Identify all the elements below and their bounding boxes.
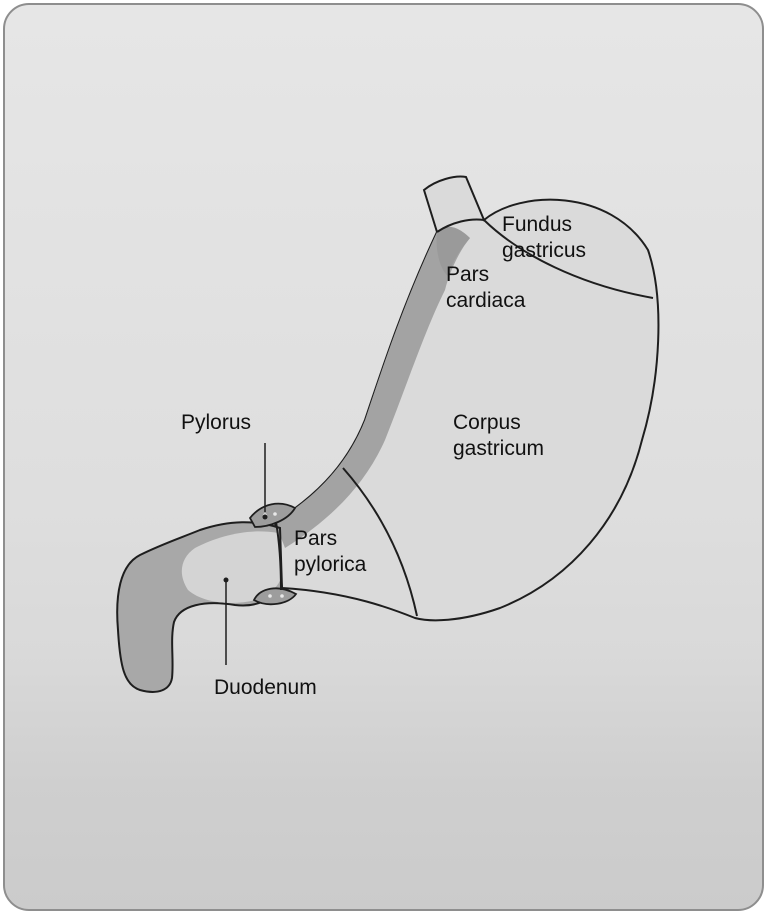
label-corpus-gastricum: Corpus gastricum bbox=[453, 410, 544, 462]
label-pylorus: Pylorus bbox=[181, 410, 251, 436]
label-fundus-gastricus: Fundus gastricus bbox=[502, 212, 586, 264]
label-pars-cardiaca: Pars cardiaca bbox=[446, 262, 525, 314]
label-duodenum: Duodenum bbox=[214, 675, 317, 701]
label-pars-pylorica: Pars pylorica bbox=[294, 526, 366, 578]
